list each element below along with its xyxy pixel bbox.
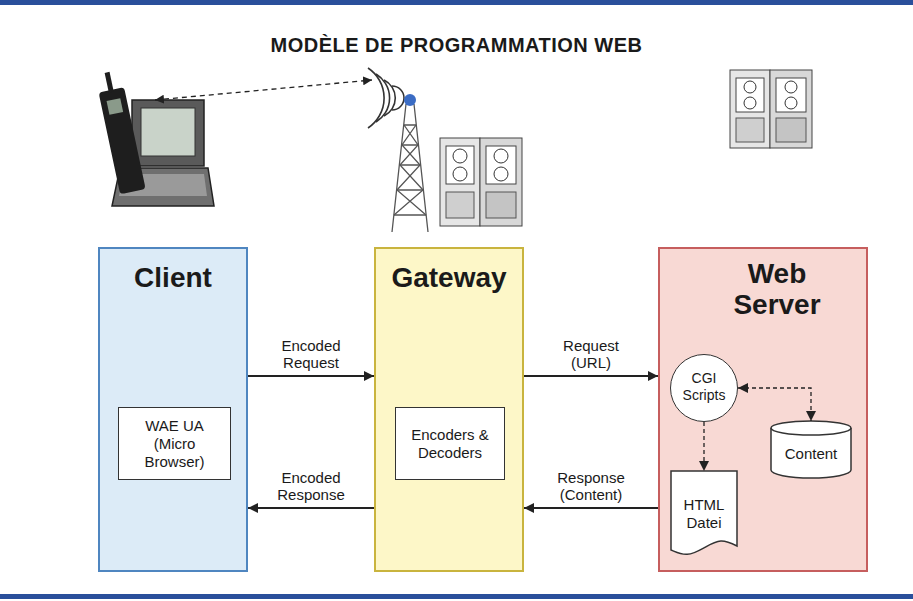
flow-arrow: [248, 375, 374, 377]
edge-label: Encoded Request: [263, 337, 359, 371]
radio-waves: [368, 68, 404, 128]
document-shape: HTML Datei: [670, 470, 738, 558]
dashed-arrow: [738, 388, 811, 421]
web-server-box: Web ServerCGI ScriptsContentHTML Datei: [658, 247, 868, 572]
node-label: CGI Scripts: [677, 370, 731, 404]
antenna-tip: [404, 94, 416, 106]
edge-label: Encoded Response: [263, 469, 359, 503]
node-label: Encoders & Decoders: [402, 426, 498, 462]
diagram-title: MODÈLE DE PROGRAMMATION WEB: [0, 34, 913, 57]
node-heading: Web Server: [712, 259, 842, 321]
node-heading: Client: [134, 263, 212, 294]
bottom-bar: [0, 594, 913, 599]
dashed-arrow: [703, 422, 704, 471]
radio-link: [155, 80, 372, 100]
gateway-server: [440, 138, 522, 226]
phone: [95, 70, 146, 195]
flow-arrow: [248, 507, 374, 509]
top-bar: [0, 0, 913, 5]
edge-label: Response (Content): [543, 469, 639, 503]
process-circle: CGI Scripts: [670, 354, 738, 422]
flow-arrow: [524, 375, 658, 377]
node-label: WAE UA (Micro Browser): [125, 417, 224, 471]
flow-arrow: [524, 507, 658, 509]
client-box: ClientWAE UA (Micro Browser): [98, 247, 248, 572]
gateway-box: GatewayEncoders & Decoders: [374, 247, 524, 572]
node-label: Content: [785, 445, 838, 463]
node-heading: Gateway: [391, 263, 506, 294]
antenna-tower: [392, 104, 428, 232]
web-server-machine: [730, 70, 812, 148]
component-box: Encoders & Decoders: [395, 407, 505, 480]
database-cylinder: Content: [770, 420, 852, 478]
component-box: WAE UA (Micro Browser): [118, 407, 231, 480]
node-label: HTML Datei: [677, 496, 731, 532]
edge-label: Request (URL): [543, 337, 639, 371]
